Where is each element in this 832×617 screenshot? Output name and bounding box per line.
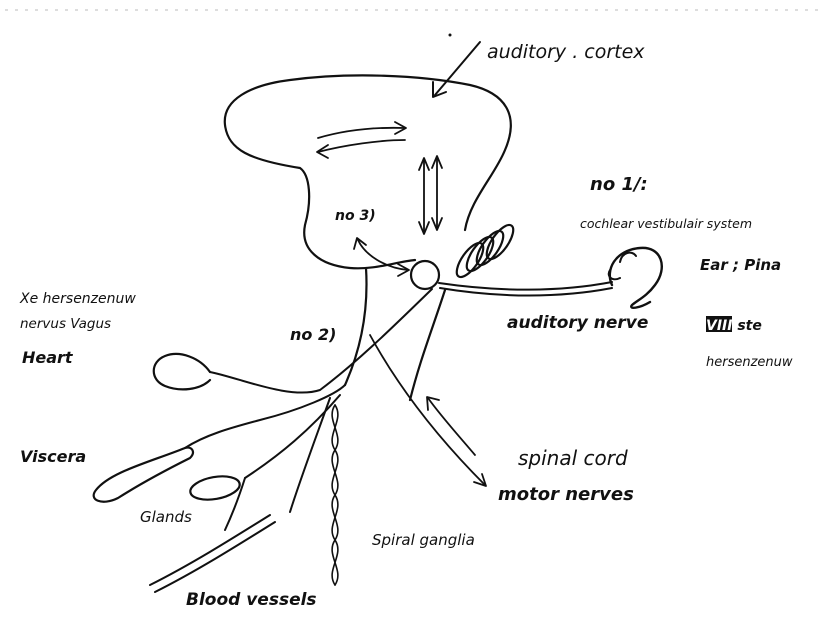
label-x-line1: Xe hersenzenuw <box>19 291 136 307</box>
label-glands: Glands <box>140 508 192 526</box>
glands-shape <box>188 473 241 503</box>
cortex-arrow-right <box>318 128 405 138</box>
brain-outline <box>225 75 511 268</box>
label-viii-line2: hersenzenuw <box>706 355 793 370</box>
heart-shape <box>154 354 210 389</box>
label-no1: no 1/: <box>590 174 648 195</box>
trunk-to-vessels <box>290 398 330 512</box>
cortex-arrow-left <box>318 140 405 152</box>
label-x-line2: nervus Vagus <box>20 316 111 332</box>
label-blood-vessels: Blood vessels <box>186 590 317 610</box>
label-auditory-cortex: auditory . cortex <box>487 41 645 63</box>
motor-arrow-up <box>428 398 475 455</box>
nucleus-circle <box>411 261 439 289</box>
label-auditory-nerve: auditory nerve <box>507 313 648 333</box>
label-viscera: Viscera <box>20 447 86 466</box>
label-heart: Heart <box>22 348 74 367</box>
glands-to-vessels <box>225 478 245 530</box>
blood-vessel-2 <box>155 522 275 592</box>
auditory-cortex-pointer <box>435 42 480 95</box>
label-motor-nerves: motor nerves <box>498 484 634 505</box>
label-cochlear-system: cochlear vestibulair system <box>580 216 752 231</box>
label-no2: no 2) <box>290 325 336 344</box>
label-spinal-cord: spinal cord <box>518 446 628 470</box>
label-ear-pina: Ear ; Pina <box>700 256 781 274</box>
label-spiral-ganglia: Spiral ganglia <box>372 531 475 549</box>
pointer-dot <box>449 34 452 37</box>
cochlea-coil <box>452 221 518 281</box>
viscera-shape <box>94 448 193 502</box>
label-no3: no 3) <box>335 208 376 224</box>
label-viii-line1: VIII ste <box>706 318 762 334</box>
auditory-nerve <box>439 282 612 290</box>
